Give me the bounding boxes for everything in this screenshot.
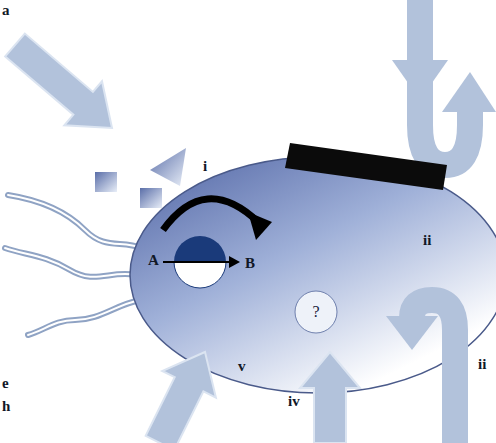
input-arrow xyxy=(146,352,216,443)
flagellum xyxy=(5,248,136,277)
callout-label: iv xyxy=(288,393,300,410)
node-text: ? xyxy=(312,303,319,321)
flagellum-core xyxy=(28,300,140,335)
callout-label: A xyxy=(148,252,159,269)
callout-label: a xyxy=(2,2,10,19)
arrow-head xyxy=(386,316,438,350)
molecule-square xyxy=(140,188,162,208)
input-arrow xyxy=(300,352,360,443)
callout-label: ii xyxy=(478,356,486,373)
cell-body xyxy=(130,157,496,393)
flagellum-core xyxy=(8,195,142,248)
arrow-head xyxy=(229,256,240,268)
molecule-triangle xyxy=(150,148,186,186)
barrier-bar xyxy=(285,143,447,190)
molecule-square xyxy=(95,172,117,192)
flagellum xyxy=(8,195,142,248)
callout-label: B xyxy=(245,255,255,272)
callout-label: e xyxy=(2,375,9,392)
callout-label: ii xyxy=(423,232,431,249)
callout-label: i xyxy=(203,158,207,175)
unknown-circle: ? xyxy=(294,290,338,334)
arrow-head xyxy=(442,72,496,112)
callout-label: h xyxy=(2,398,10,415)
arrow-head xyxy=(248,212,272,240)
callout-label: v xyxy=(238,358,246,375)
arrow-head xyxy=(392,60,448,100)
input-arrow xyxy=(5,34,112,128)
enzyme-top xyxy=(174,236,226,262)
cycle-arc xyxy=(163,199,258,230)
flagellum-core xyxy=(5,248,136,277)
circle-shape xyxy=(295,291,337,333)
reaction-line xyxy=(163,261,232,263)
enzyme-bottom xyxy=(174,262,226,288)
flagellum xyxy=(28,300,140,335)
